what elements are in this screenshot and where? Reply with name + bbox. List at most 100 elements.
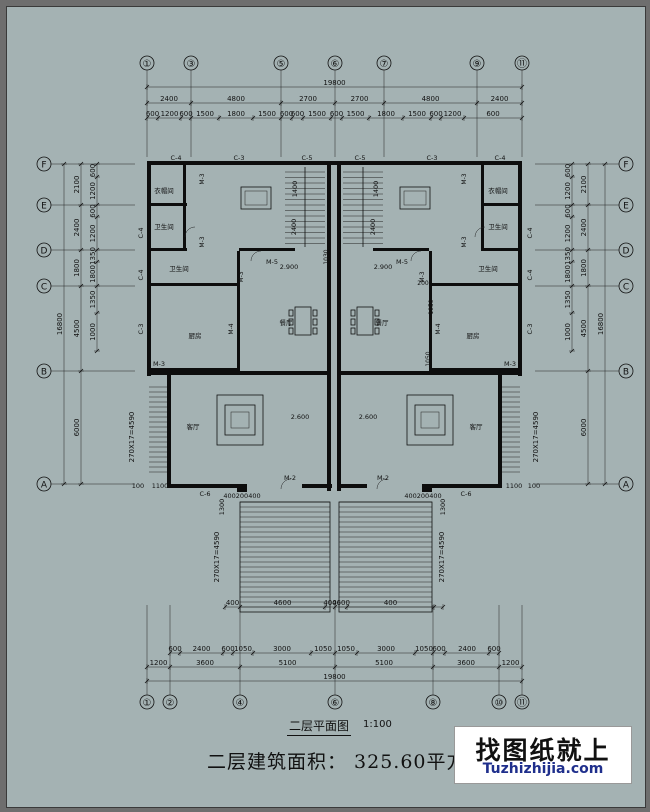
dim-tick [61,161,67,167]
tag-label: M-2 [284,474,296,482]
dim-tick [144,115,150,121]
dim-tick [167,664,173,670]
room-dining-l: 餐厅 [280,318,294,327]
misc-dim: 1050 [425,351,432,366]
tag-label: C-6 [199,490,210,498]
dim-tick [78,368,84,374]
dim-top-row3: 1200 [444,110,462,118]
dim-tick [328,115,334,121]
grid-label: C [623,283,629,293]
dim-left-inner: 1200 [89,225,97,243]
misc-dim: 100 [528,482,540,490]
chair [350,309,356,317]
misc-dim: 100 [132,482,144,490]
grid-label: ④ [236,698,245,709]
wall [147,161,151,376]
misc-dim: 1400 [372,181,380,198]
wall [151,203,187,206]
dim-tick [474,100,480,106]
porch-stair-label: 270X17=4590 [213,532,221,583]
room-bath-l2: 卫生间 [169,264,189,273]
dim-top-row2: 2700 [299,95,317,103]
dim-tick [585,368,591,374]
wall [430,283,518,286]
coffee-table [414,404,446,436]
dim-tick [278,100,284,106]
tag-label: M-3 [504,360,516,368]
wall [481,165,484,251]
wall [167,484,243,488]
wall [147,161,522,165]
wall [498,371,522,375]
grid-label: ③ [187,59,196,70]
dim-bottom-row3: 3000 [273,645,291,653]
dim-top-row3: 600 [429,110,442,118]
dim-bottom-row3: 1050 [234,645,252,653]
dim-tick [430,664,436,670]
chair [350,327,356,335]
logo-text-cn: 找图纸就上 [475,736,611,765]
rug [420,411,440,429]
wall [151,283,239,286]
grid-label: C [41,283,47,293]
dim-top-row3: 1500 [196,110,214,118]
tag-label: C-5 [354,154,365,162]
dim-right-inner: 1200 [564,225,572,243]
grid-label: A [623,481,630,491]
dim-tick [569,247,575,253]
wall [426,484,502,488]
rug [230,411,250,429]
dim-porch: 400 [226,599,239,607]
dim-bottom-row3: 600 [487,645,500,653]
dim-tick [308,650,314,656]
dim-tick [569,259,575,265]
room-kitchen-l: 厨房 [189,331,202,340]
tag-label: C-6 [460,490,471,498]
room-living-l: 客厅 [187,422,201,431]
dim-top-row3: 600 [280,110,293,118]
dim-bottom-row3: 600 [432,645,445,653]
wall [151,248,187,251]
dim-tick [602,161,608,167]
chair [374,318,380,326]
chair [312,309,318,317]
dim-tick [188,100,194,106]
tag-label: M-5 [266,258,278,266]
wall [327,161,331,491]
wall [422,484,432,492]
dim-left-inner: 1350 [89,247,97,265]
dim-right-inner: 1350 [564,247,572,265]
misc-dim: 1300 [439,499,447,516]
misc-dim: 1050 [428,299,435,314]
dim-tick [94,247,100,253]
dim-tick [442,650,448,656]
dim-bottom-row2: 3600 [196,659,214,667]
dim-left-stair: 270X17=4590 [128,412,136,463]
dim-top-row3: 1800 [227,110,245,118]
dim-top-row3: 1500 [408,110,426,118]
dim-bottom-row3: 1050 [337,645,355,653]
dim-tick [585,161,591,167]
dim-top-row3: 1800 [377,110,395,118]
dim-left-mid: 1800 [73,259,81,277]
dim-tick [519,664,525,670]
dim-tick [332,650,338,656]
dim-tick [496,664,502,670]
dim-tick [519,84,525,90]
sofa-set [216,394,264,446]
dim-left-mid: 2100 [73,176,81,194]
dim-tick [585,202,591,208]
grid-label: ⑥ [331,698,340,709]
site-logo[interactable]: 找图纸就上 Tuzhizhijia.com [454,726,632,784]
dim-tick [569,174,575,180]
dim-porch: 4600 [332,599,350,607]
misc-dim: 400200400 [223,492,260,500]
tag-label: M-3 [238,271,245,282]
dim-tick [438,115,444,121]
wall [167,371,171,487]
door-swing [184,226,196,238]
dim-right-inner: 1350 [564,291,572,309]
misc-dim: 1400 [291,181,299,198]
dim-bottom-overall: 19800 [323,673,345,681]
